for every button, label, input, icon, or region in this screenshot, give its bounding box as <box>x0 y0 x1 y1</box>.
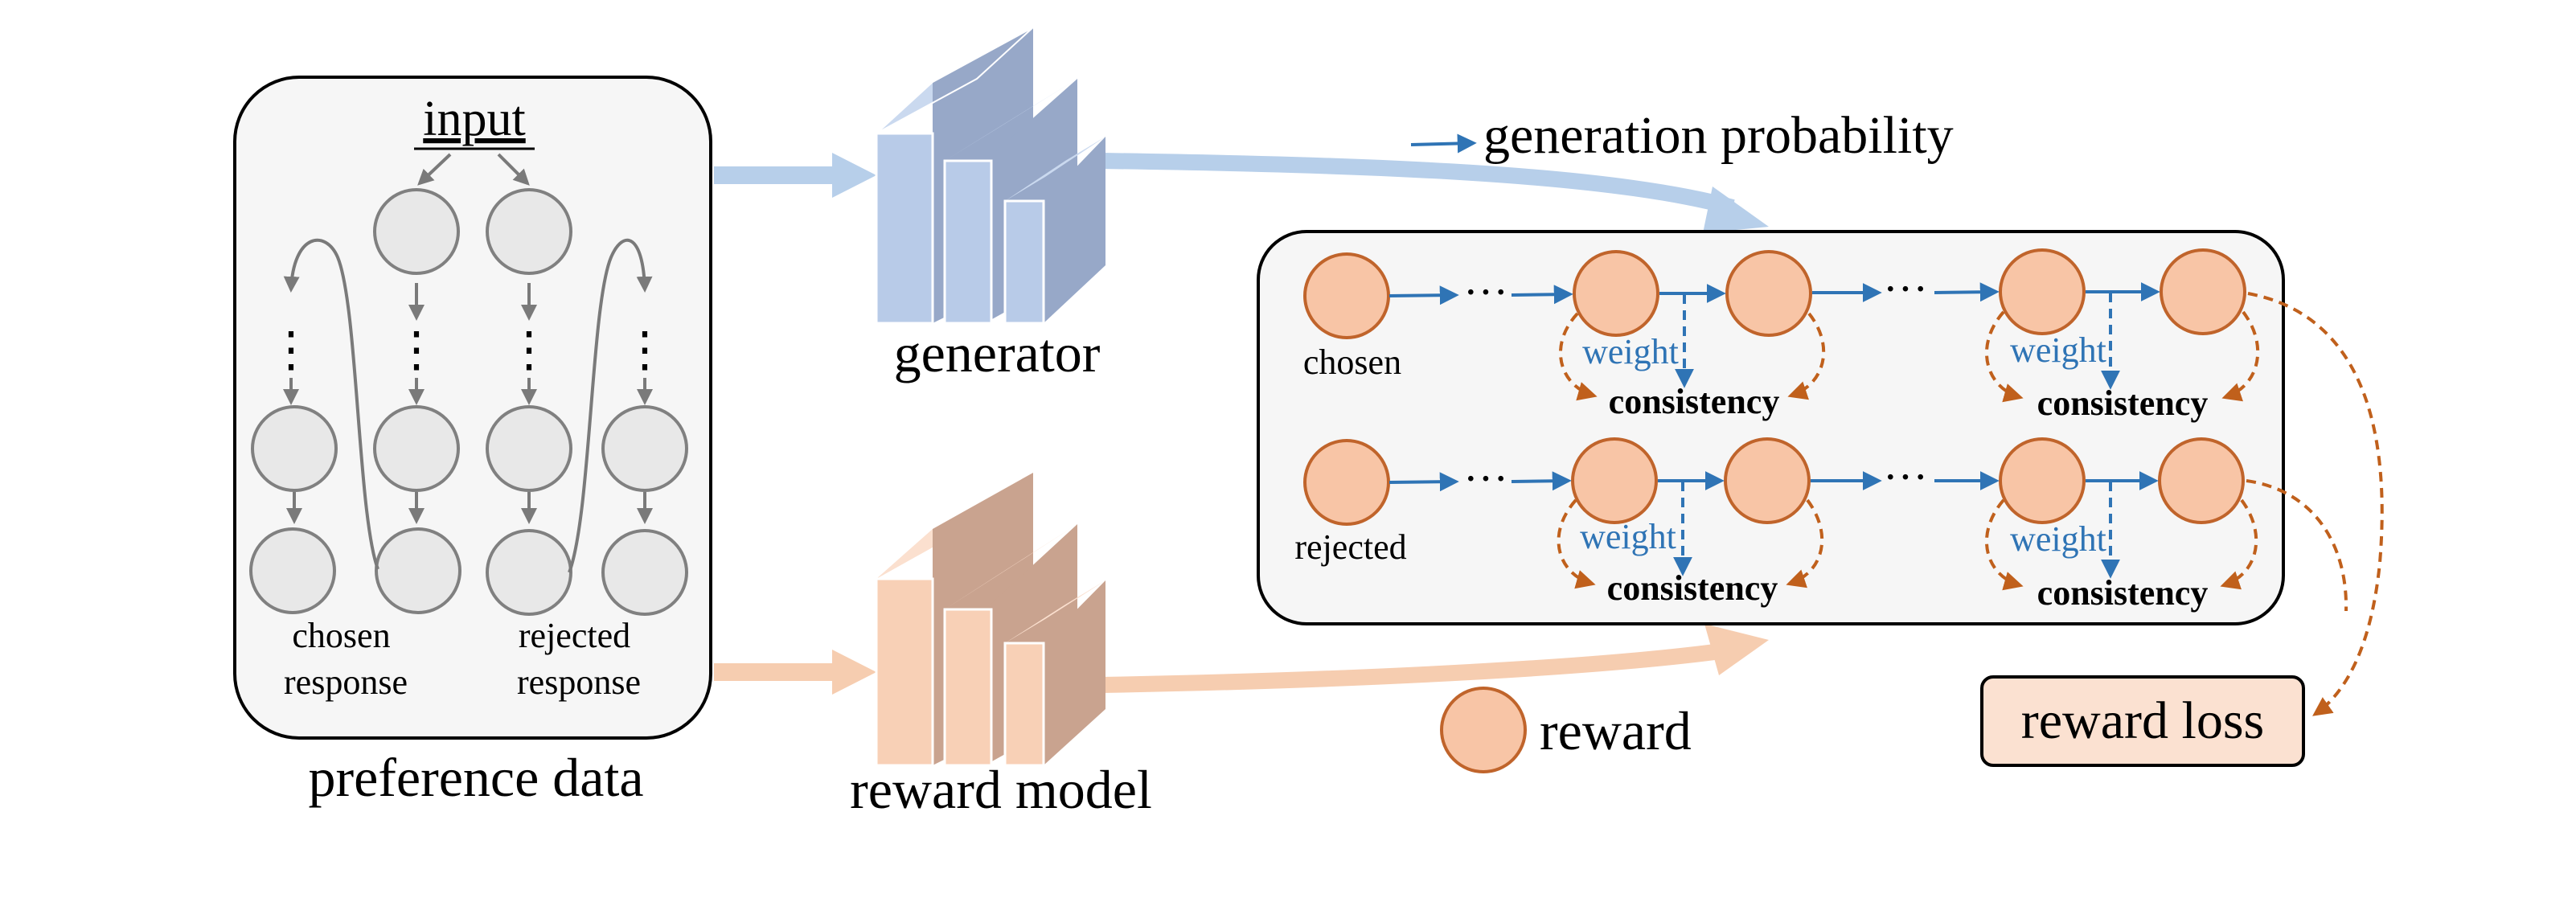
rejected-token-node <box>486 405 572 492</box>
reward-node <box>1303 439 1390 526</box>
input-label: input <box>423 92 525 146</box>
rejected-token-node <box>601 405 688 492</box>
rejected-weight-label-2: weight <box>2010 519 2106 559</box>
reward-model-label: reward model <box>850 759 1152 820</box>
reward-node <box>1999 437 2086 524</box>
rejected-consistency-label-1: consistency <box>1607 568 1778 608</box>
reward-node <box>1573 250 1659 337</box>
chosen-right-dots: ⋮ <box>392 323 441 376</box>
rejected-response-line1: rejected <box>519 616 630 655</box>
reward-legend-node <box>1440 687 1527 773</box>
chosen-curve-arrow <box>283 238 379 570</box>
chosen-left-dots: ⋮ <box>267 323 315 376</box>
sequence-panel: ··· ··· weight weight consistency consis… <box>1257 230 2285 625</box>
chosen-weight-label-1: weight <box>1582 332 1679 371</box>
orange-flow-arrows <box>714 624 1769 695</box>
rejected-token-node <box>486 529 572 616</box>
chosen-token-node <box>249 527 336 614</box>
chosen-row-label: chosen <box>1303 342 1401 382</box>
preference-data-panel: input ⋮ ⋮ ⋮ ⋮ <box>233 76 712 740</box>
rejected-sequence-row: ··· ··· weight weight consistency consis… <box>1294 437 2258 613</box>
reward-node <box>1725 250 1812 337</box>
rejected-left-dots: ⋮ <box>505 323 553 376</box>
rejected-curve-arrow <box>568 238 653 573</box>
reward-legend-label: reward <box>1540 700 1692 761</box>
chosen-consistency-label-2: consistency <box>2037 383 2209 423</box>
reward-node <box>1724 437 1811 524</box>
rejected-right-dots: ⋮ <box>621 323 669 376</box>
chosen-ellipsis-1: ··· <box>1463 268 1508 318</box>
rejected-ellipsis-1: ··· <box>1463 454 1508 504</box>
reward-loss-label: reward loss <box>2021 691 2264 750</box>
rejected-row-label: rejected <box>1294 527 1406 567</box>
chosen-weight-label-2: weight <box>2010 330 2106 370</box>
rejected-weight-label-1: weight <box>1580 517 1676 556</box>
legend-generation-probability: generation probability <box>1410 106 1954 165</box>
chosen-token-node <box>375 527 461 614</box>
generator-icon <box>875 27 1105 325</box>
rejected-token-node <box>601 529 688 616</box>
reward-node <box>1571 437 1658 524</box>
rejected-response-line2: response <box>517 662 641 702</box>
reward-node <box>2160 248 2246 335</box>
legend-reward: reward <box>1440 687 1692 773</box>
chosen-response-line1: chosen <box>292 616 390 655</box>
chosen-response-label: chosen response <box>284 616 408 702</box>
generation-probability-label: generation probability <box>1483 106 1954 165</box>
rejected-response-label: rejected response <box>517 616 641 702</box>
chosen-sequence-row: ··· ··· weight weight consistency consis… <box>1303 248 2260 423</box>
preference-data-caption: preference data <box>308 747 643 808</box>
chosen-response-line2: response <box>284 662 408 702</box>
rejected-prompt-node <box>486 188 572 275</box>
reward-model-icon <box>875 473 1105 767</box>
reward-node <box>1999 248 2086 335</box>
rejected-consistency-label-2: consistency <box>2037 573 2209 613</box>
blue-flow-arrows <box>714 153 1769 233</box>
rejected-ellipsis-2: ··· <box>1883 453 1928 502</box>
chosen-ellipsis-2: ··· <box>1883 264 1928 314</box>
chosen-token-node <box>251 405 338 492</box>
chosen-token-node <box>373 405 460 492</box>
reward-node <box>1303 252 1390 339</box>
reward-loss-arrow-rejected <box>2246 479 2348 612</box>
reward-loss-box: reward loss <box>1980 675 2305 767</box>
chosen-prompt-node <box>373 188 460 275</box>
chosen-consistency-label-1: consistency <box>1609 382 1780 421</box>
reward-node <box>2158 437 2245 524</box>
generator-label: generator <box>894 322 1101 383</box>
